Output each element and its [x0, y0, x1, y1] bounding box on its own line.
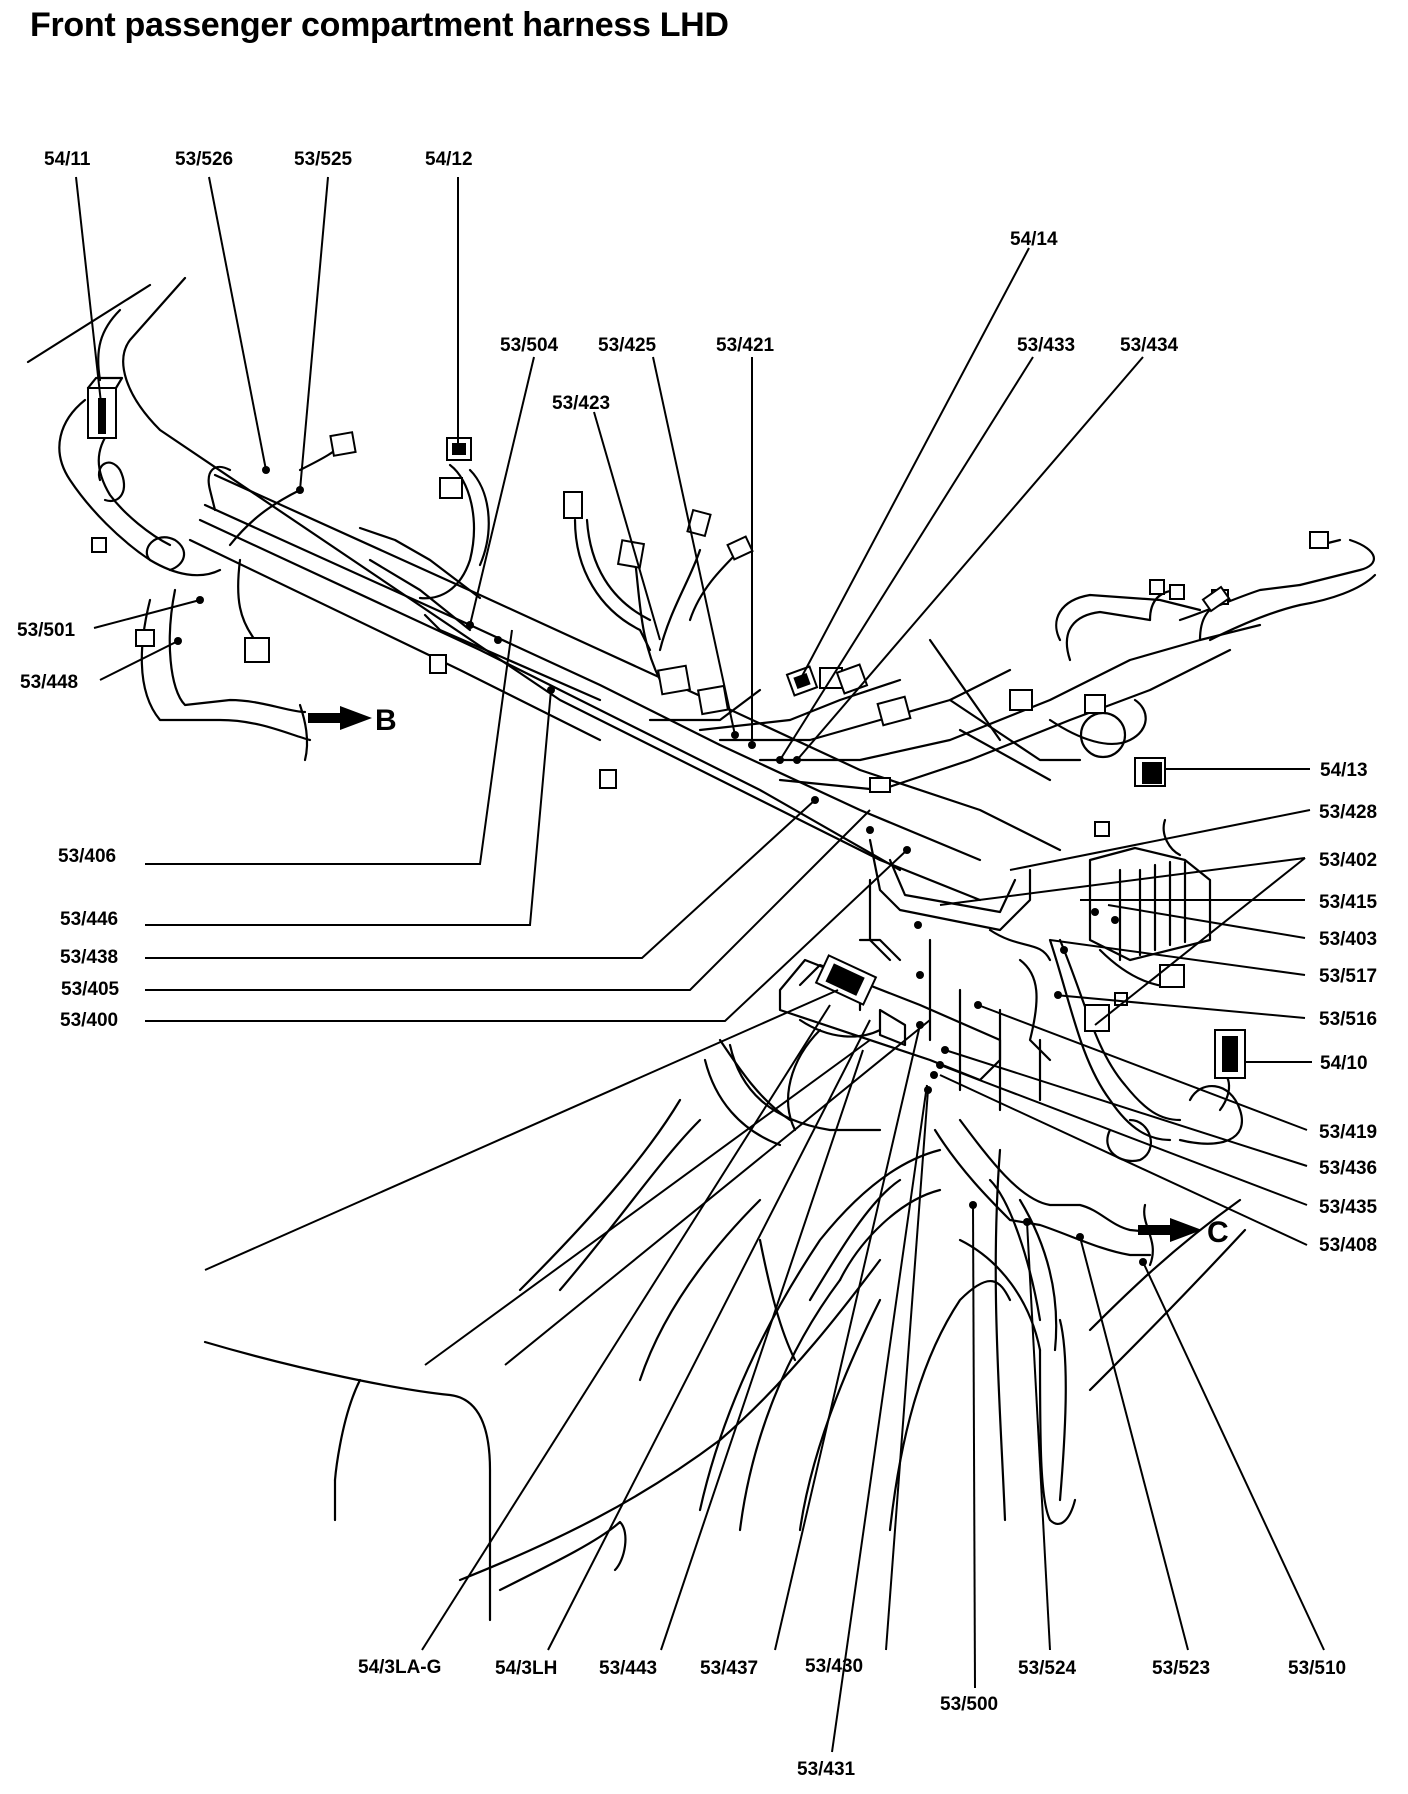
connector-box [1149, 579, 1165, 595]
connector-box [1169, 584, 1185, 600]
connector-box [135, 629, 155, 647]
connector-box [244, 637, 270, 663]
callout-53-425: 53/425 [598, 335, 657, 356]
callout-53-415: 53/415 [1319, 892, 1378, 913]
callout-53-526: 53/526 [175, 149, 233, 170]
connector-box [91, 537, 107, 553]
callout-53-437: 53/437 [700, 1658, 758, 1679]
callout-53-438: 53/438 [60, 947, 118, 968]
connector-box [696, 684, 730, 716]
arrow-label-b: B [375, 704, 397, 737]
callout-54-12: 54/12 [425, 149, 473, 170]
diagram-title: Front passenger compartment harness LHD [30, 6, 729, 44]
connector-box [563, 491, 583, 519]
callout-53-443: 53/443 [599, 1658, 657, 1679]
callout-53-408: 53/408 [1319, 1235, 1377, 1256]
callout-53-431: 53/431 [797, 1759, 856, 1780]
connector-box [1094, 821, 1110, 837]
connector-box [686, 508, 712, 538]
connector-box [1084, 694, 1106, 714]
connector-54-10-icon [1214, 1029, 1246, 1079]
callout-53-400: 53/400 [60, 1010, 118, 1031]
connector-box [876, 695, 912, 727]
callout-54-14: 54/14 [1010, 229, 1058, 250]
callout-53-525: 53/525 [294, 149, 353, 170]
connector-box [1009, 689, 1033, 711]
leader-lines [75, 176, 1325, 1753]
callout-labels-top: 54/11 53/526 53/525 54/12 54/14 53/504 5… [44, 149, 1179, 414]
callout-53-446: 53/446 [60, 909, 118, 930]
callout-53-405: 53/405 [61, 979, 120, 1000]
callout-53-524: 53/524 [1018, 1658, 1077, 1679]
harness-drawing [26, 276, 1377, 1622]
callout-53-523: 53/523 [1152, 1658, 1210, 1679]
connector-box [1309, 531, 1329, 549]
callout-54-11: 54/11 [44, 149, 91, 170]
callout-53-402: 53/402 [1319, 850, 1377, 871]
callout-53-419: 53/419 [1319, 1122, 1377, 1143]
callout-53-500: 53/500 [940, 1694, 998, 1715]
callout-53-403: 53/403 [1319, 929, 1377, 950]
connector-54-11-icon [86, 376, 124, 439]
connector-54-14-icon [785, 665, 819, 697]
arrow-label-c: C [1207, 1216, 1229, 1249]
callout-54-3lh: 54/3LH [495, 1658, 557, 1679]
callout-labels-right: 54/13 53/428 53/402 53/415 53/403 53/517… [1319, 760, 1378, 1256]
callout-labels-left: 53/501 53/448 53/406 53/446 53/438 53/40… [17, 620, 120, 1031]
callout-54-3la-g: 54/3LA-G [358, 1657, 441, 1678]
connector-box [656, 664, 692, 696]
callout-54-13: 54/13 [1320, 760, 1368, 781]
callout-53-436: 53/436 [1319, 1158, 1377, 1179]
clip-box [599, 769, 617, 789]
connector-54-13-icon [1134, 757, 1166, 787]
connectors [86, 376, 1329, 1079]
callout-labels-bottom: 54/3LA-G 54/3LH 53/443 53/437 53/430 53/… [358, 1656, 1346, 1780]
connector-box [1084, 1004, 1110, 1032]
callout-53-516: 53/516 [1319, 1009, 1377, 1030]
callout-53-428: 53/428 [1319, 802, 1377, 823]
callout-53-517: 53/517 [1319, 966, 1377, 987]
anchor-dots [174, 466, 1147, 1266]
arrow-to-b: B [308, 704, 397, 737]
callout-53-501: 53/501 [17, 620, 76, 641]
callout-53-504: 53/504 [500, 335, 559, 356]
callout-53-406: 53/406 [58, 846, 116, 867]
arrow-to-c: C [1138, 1216, 1229, 1249]
callout-53-421: 53/421 [716, 335, 775, 356]
connector-box [329, 431, 357, 457]
clip-box [869, 777, 891, 793]
callout-53-435: 53/435 [1319, 1197, 1378, 1218]
callout-53-433: 53/433 [1017, 335, 1075, 356]
callout-53-434: 53/434 [1120, 335, 1179, 356]
connector-box [726, 535, 754, 561]
connector-box [616, 539, 646, 569]
callout-54-10: 54/10 [1320, 1053, 1368, 1074]
callout-53-430: 53/430 [805, 1656, 863, 1677]
connector-box [439, 477, 463, 499]
callout-53-510: 53/510 [1288, 1658, 1346, 1679]
clip-box [429, 654, 447, 674]
connector-box [1201, 585, 1231, 613]
connector-54-12-icon [446, 437, 472, 461]
callout-53-423: 53/423 [552, 393, 610, 414]
connector-box [1159, 964, 1185, 988]
callout-53-448: 53/448 [20, 672, 78, 693]
